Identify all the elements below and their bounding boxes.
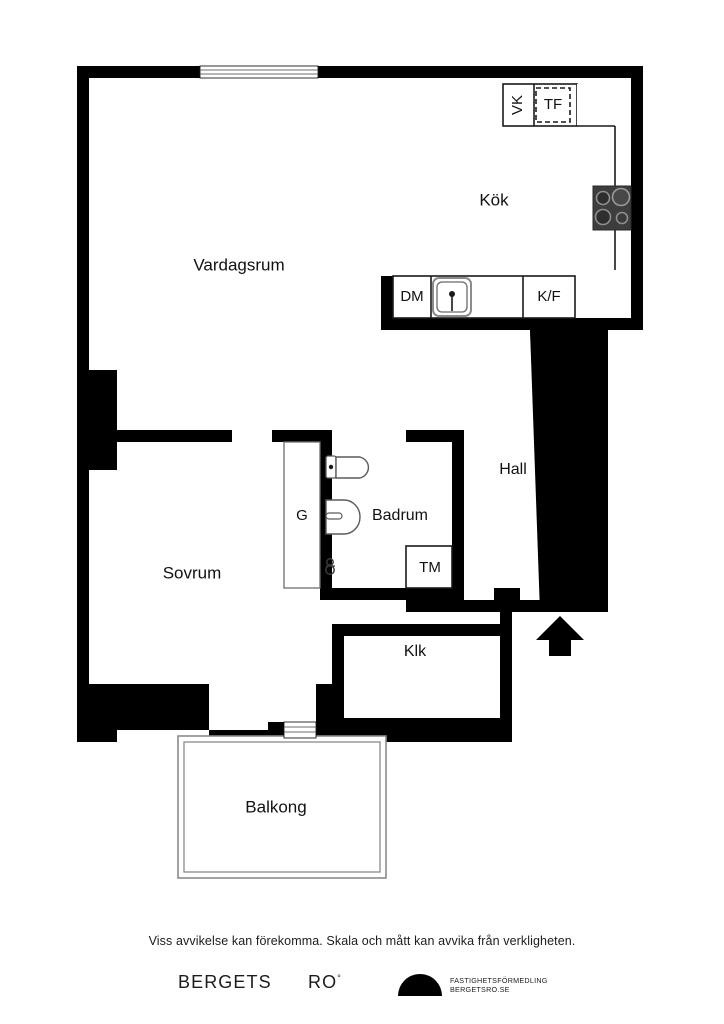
stove-burner-3	[594, 208, 612, 226]
tf-dashed-box	[535, 87, 571, 123]
wall-bedroom-stub-overlay	[117, 430, 232, 442]
footer: Viss avvikelse kan förekomma. Skala och …	[0, 900, 724, 1024]
appliance-label-vk: VK	[509, 95, 526, 115]
wall-badrum-bottom-r-overlay	[406, 600, 500, 612]
brand-ro-text: RO	[308, 972, 338, 992]
room-label-sovrum: Sovrum	[163, 563, 222, 582]
wall-left-jog-overlay	[77, 370, 117, 470]
kitchen-lower-counter	[392, 275, 576, 319]
agency-logo: FASTIGHETSFÖRMEDLING BERGETSRO.SE	[398, 968, 578, 1002]
room-label-kok: Kök	[479, 190, 509, 209]
wall-hall-diagonal-overlay	[530, 330, 594, 612]
floor-plan-svg: Vardagsrum Kök Hall Badrum Sovrum Klk Ba…	[77, 65, 643, 879]
room-labels: Vardagsrum Kök Hall Badrum Sovrum Klk Ba…	[163, 190, 527, 816]
kitchen-upper-counter	[502, 83, 616, 270]
disclaimer-text: Viss avvikelse kan förekomma. Skala och …	[148, 934, 576, 948]
garderob-g	[283, 441, 321, 589]
floor-hall	[464, 442, 530, 600]
floor-plan-drawing: Vardagsrum Kök Hall Badrum Sovrum Klk Ba…	[77, 65, 643, 879]
agency-line-2: BERGETSRO.SE	[450, 985, 510, 994]
washbasin-icon	[325, 499, 361, 535]
room-label-klk: Klk	[404, 643, 427, 660]
wall-counter-left-overlay	[381, 276, 393, 318]
washbasin-bowl	[325, 499, 361, 535]
brand-ro-mark: °	[337, 973, 341, 983]
balcony-door-frame	[283, 721, 317, 739]
window-frame	[199, 65, 319, 79]
appliance-label-g: G	[296, 507, 308, 524]
wall-right-upper-overlay	[631, 66, 643, 330]
agency-dome-icon	[398, 974, 442, 996]
tm-outline	[405, 545, 453, 589]
wall-badrum-top-l-overlay	[272, 430, 320, 442]
wall-klk-top-overlay	[332, 624, 512, 636]
floor-sovrum	[89, 442, 320, 684]
wall-klk-left-overlay	[316, 684, 332, 730]
wall-structure-overlay	[77, 66, 643, 742]
room-label-badrum: Badrum	[372, 507, 428, 524]
wall-bottom-left-overlay	[77, 684, 209, 742]
brand-ro-logo: RO°	[308, 972, 341, 993]
wall-top-overlay	[77, 66, 643, 78]
wall-badrum-top-r-overlay	[406, 430, 464, 442]
bathroom-fixtures	[325, 455, 370, 575]
floor-drain-icon	[325, 558, 335, 575]
wall-badrum-right-overlay	[452, 442, 464, 600]
entrance-arrow-icon	[536, 616, 584, 656]
appliance-label-tm: TM	[419, 559, 441, 576]
room-label-vardagsrum: Vardagsrum	[193, 255, 284, 274]
appliance-label-tf: TF	[544, 96, 562, 113]
sink-icon	[432, 277, 472, 317]
stove-burner-2	[611, 187, 631, 207]
wall-klk-right-overlay	[500, 612, 512, 730]
floor-vardagsrum-lower2	[129, 382, 381, 430]
toilet-flush	[328, 464, 334, 470]
agency-line-1: FASTIGHETSFÖRMEDLING	[450, 976, 548, 985]
room-label-hall: Hall	[499, 461, 527, 478]
counter-run-fill	[577, 84, 615, 126]
wall-left-overlay	[77, 66, 89, 370]
wall-klk-left2-overlay	[332, 624, 344, 730]
brand-bergets-logo: BERGETS	[178, 972, 272, 992]
stove-burner-4	[615, 211, 629, 225]
appliance-label-kf: K/F	[537, 288, 560, 305]
room-label-balkong: Balkong	[245, 797, 306, 816]
stove-icon	[592, 185, 632, 231]
brand-row: BERGETS RO° FASTIGHETSFÖRMEDLING BERGETS…	[0, 966, 724, 1012]
stove-burner-1	[595, 190, 611, 206]
wall-klk-notch-overlay	[494, 588, 520, 612]
tm-box	[405, 545, 453, 589]
counter-dm-kf-outline	[392, 275, 576, 319]
window-icon	[199, 65, 319, 79]
wall-right-lower-overlay	[594, 330, 608, 612]
appliance-labels: VK TF DM K/F TM G	[296, 95, 562, 576]
balcony-inner-rail	[183, 741, 381, 873]
floor-klk	[344, 636, 500, 718]
wall-left-lower-overlay	[77, 470, 89, 742]
washbasin-faucet	[325, 512, 343, 520]
toilet-bowl	[335, 456, 370, 479]
balcony-door-icon	[283, 721, 317, 739]
entrance-arrow-shape	[536, 616, 584, 656]
wall-hall-top-overlay	[575, 318, 608, 342]
appliance-label-dm: DM	[400, 288, 423, 305]
garderob-outline	[283, 441, 321, 589]
agency-text-block: FASTIGHETSFÖRMEDLING BERGETSRO.SE	[450, 976, 548, 994]
balcony	[177, 721, 387, 879]
wall-counter-bottom-overlay	[381, 318, 575, 330]
wall-badrum-bottom-overlay	[320, 588, 406, 600]
toilet-icon	[325, 455, 370, 479]
